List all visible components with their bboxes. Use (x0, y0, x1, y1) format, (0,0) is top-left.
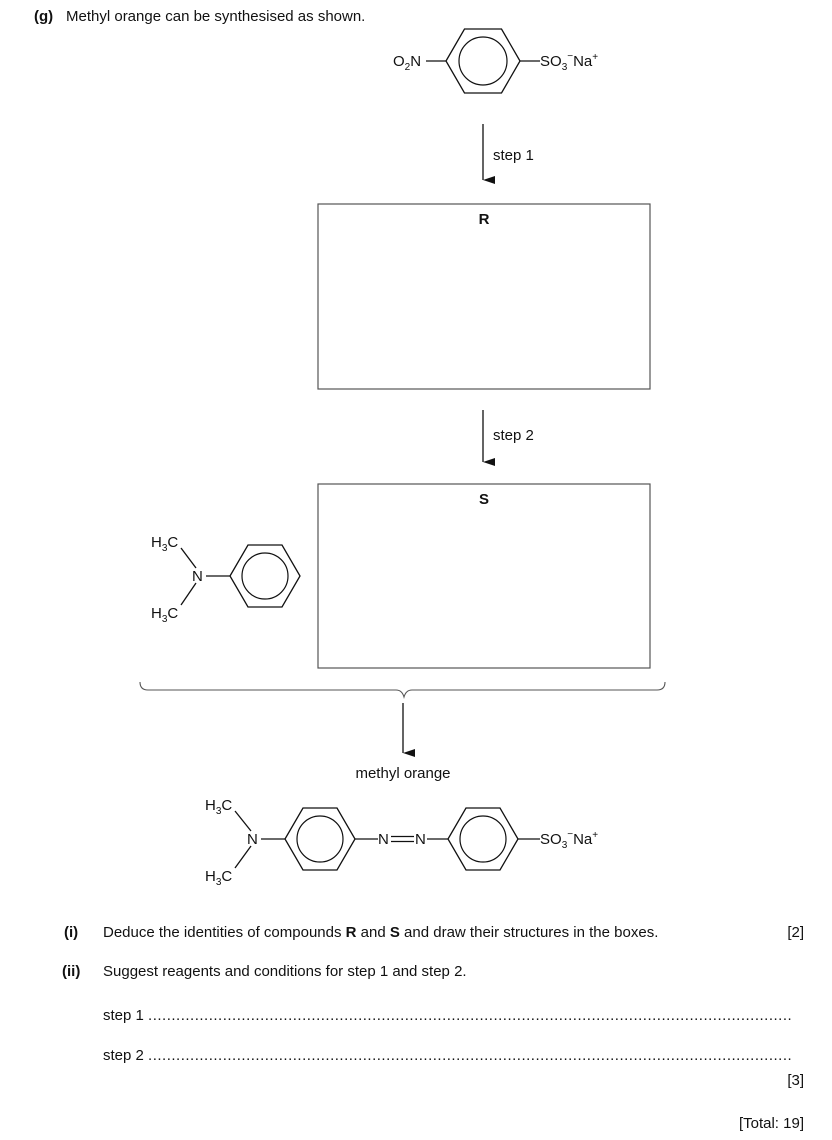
benzene-ring-1 (284, 807, 356, 871)
benzene-ring (229, 544, 301, 608)
subquestion-i-marks: [2] (787, 924, 804, 941)
nitro-group-label: O2N (393, 53, 421, 73)
box-r[interactable] (317, 203, 651, 390)
subquestion-i-text: Deduce the identities of compounds R and… (103, 924, 658, 941)
benzene-ring-2 (447, 807, 519, 871)
step1-label: step 1 (493, 147, 534, 164)
bond (180, 547, 197, 569)
aromatic-circle (296, 815, 344, 863)
answer-line-label: step 2 (103, 1047, 144, 1064)
answer-field-step1[interactable]: ........................................… (148, 1007, 793, 1024)
aromatic-circle (459, 815, 507, 863)
starting-material: O2N SO3−Na+ (393, 28, 598, 94)
sulfonate-group-label: SO3−Na+ (540, 51, 598, 73)
box-s[interactable] (317, 483, 651, 669)
amine-n-label: N (247, 831, 258, 848)
answer-field-step2[interactable]: ........................................… (148, 1047, 793, 1064)
total-marks: [Total: 19] (738, 1115, 804, 1132)
dimethylaniline: H3C N H3C (151, 534, 301, 625)
text: and draw their structures in the boxes. (399, 924, 659, 941)
amine-n-label: N (192, 568, 203, 585)
brace (139, 681, 666, 699)
sulfonate-group-label: SO3−Na+ (540, 829, 598, 851)
azo-n1-label: N (378, 831, 389, 848)
compound-s-ref: S (389, 924, 400, 941)
methyl-orange-structure: H3C N H3C N N SO3−Na+ (205, 797, 598, 888)
methyl-top-label: H3C (151, 534, 178, 554)
subquestion-i-label: (i) (64, 924, 79, 941)
answer-line-step1[interactable]: step 1 .................................… (103, 1007, 804, 1024)
text: and (356, 924, 390, 941)
benzene-ring (445, 28, 521, 94)
bond (234, 845, 252, 869)
aromatic-circle (458, 36, 508, 86)
answer-line-step2[interactable]: step 2 .................................… (103, 1047, 804, 1064)
part-label: (g) (34, 8, 54, 25)
methyl-bottom-label: H3C (205, 868, 232, 888)
intro-text: Methyl orange can be synthesised as show… (66, 8, 366, 25)
aromatic-circle (241, 552, 289, 600)
text: Deduce the identities of compounds (103, 924, 346, 941)
azo-n2-label: N (415, 831, 426, 848)
box-r-label: R (479, 211, 490, 228)
methyl-top-label: H3C (205, 797, 232, 817)
subquestion-ii-label: (ii) (62, 963, 81, 980)
bond (180, 582, 197, 606)
product-label: methyl orange (355, 765, 450, 782)
subquestion-ii-text: Suggest reagents and conditions for step… (103, 963, 467, 980)
methyl-bottom-label: H3C (151, 605, 178, 625)
answer-line-label: step 1 (103, 1007, 144, 1024)
step2-label: step 2 (493, 427, 534, 444)
compound-r-ref: R (345, 924, 357, 941)
subquestion-ii-marks: [3] (787, 1072, 804, 1089)
box-s-label: S (479, 491, 489, 508)
reaction-scheme: O2N SO3−Na+ step 1 R step 2 S H3C N H3C (139, 28, 666, 888)
bond (234, 810, 252, 832)
